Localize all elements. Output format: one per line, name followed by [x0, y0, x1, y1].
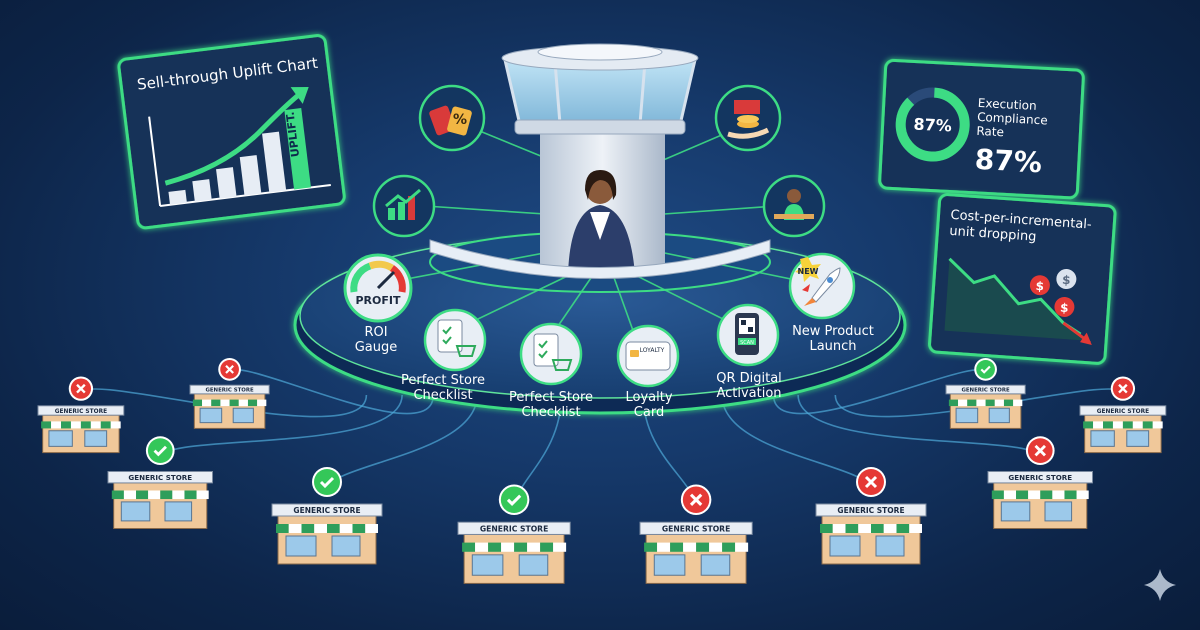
cross-icon — [68, 376, 94, 401]
platform-item-loyalty-card[interactable]: LOYALTY — [616, 324, 680, 388]
uplift-bars — [168, 108, 311, 205]
network-lines — [80, 369, 1124, 509]
check-icon — [498, 484, 530, 516]
operator-figure — [568, 170, 635, 275]
store-2[interactable]: GENERIC STORE — [189, 358, 270, 429]
store-1[interactable]: GENERIC STORE — [37, 376, 125, 454]
new-badge-text: NEW — [798, 267, 819, 276]
control-tower — [429, 43, 771, 279]
loyalty-card-text: LOYALTY — [640, 347, 665, 354]
store-sign: GENERIC STORE — [1008, 473, 1072, 482]
roi-caption-line1: ROI — [364, 325, 387, 340]
svg-text:Loyalty: Loyalty — [625, 390, 672, 405]
tower-balcony — [514, 119, 686, 135]
new-product-launch-icon[interactable] — [788, 252, 856, 320]
svg-text:New Product: New Product — [792, 324, 874, 339]
gauge-profit-label: PROFIT — [356, 294, 401, 307]
promo-percent-symbol: % — [453, 112, 467, 128]
svg-text:QR Digital: QR Digital — [716, 371, 782, 386]
platform-caption-loyalty: Loyalty Card — [625, 390, 672, 420]
store-sign: GENERIC STORE — [205, 388, 254, 394]
svg-text:$: $ — [1062, 273, 1071, 288]
network-line — [721, 394, 872, 491]
svg-text:Compliance: Compliance — [977, 110, 1048, 128]
shopper-demo-icon[interactable] — [762, 174, 826, 238]
roi-gauge[interactable]: PROFIT — [343, 253, 413, 323]
store-sign: GENERIC STORE — [128, 473, 192, 482]
uplift-bar — [262, 131, 287, 193]
platform-caption-qr: QR Digital Activation — [716, 371, 782, 401]
store-8[interactable]: GENERIC STORE — [987, 436, 1093, 529]
check-icon — [312, 467, 342, 497]
store-sign: GENERIC STORE — [480, 524, 548, 533]
store-sign: GENERIC STORE — [1097, 409, 1149, 415]
compliance-ring-value: 87% — [913, 115, 952, 136]
store-sign: GENERIC STORE — [662, 524, 730, 533]
network-line — [326, 394, 478, 491]
store-10[interactable]: GENERIC STORE — [1079, 376, 1167, 454]
platform-item-checklist-1[interactable] — [423, 308, 487, 372]
cross-icon — [680, 484, 712, 516]
platform-item-checklist-2[interactable] — [519, 322, 583, 386]
store-7[interactable]: GENERIC STORE — [815, 467, 927, 565]
new-badge: NEW — [795, 257, 821, 282]
store-6[interactable]: GENERIC STORE — [639, 484, 753, 584]
store-5[interactable]: GENERIC STORE — [457, 484, 571, 584]
launch-caption: New Product Launch — [792, 324, 874, 354]
svg-text:Launch: Launch — [809, 339, 856, 354]
cross-icon — [1110, 376, 1136, 401]
svg-text:Checklist: Checklist — [413, 388, 472, 403]
promo-tags-icon[interactable]: % — [418, 84, 486, 152]
hub-icons: % — [372, 84, 826, 238]
roi-caption-line2: Gauge — [355, 340, 398, 355]
cross-icon — [218, 358, 241, 381]
platform-caption-checklist-2: Perfect Store Checklist — [509, 390, 593, 420]
svg-text:unit dropping: unit dropping — [949, 224, 1037, 245]
svg-text:Perfect Store: Perfect Store — [401, 373, 485, 388]
svg-text:Card: Card — [634, 405, 664, 420]
platform-caption-checklist-1: Perfect Store Checklist — [401, 373, 485, 403]
growth-chart-icon[interactable] — [372, 174, 436, 238]
uplift-bar — [192, 179, 212, 202]
cost-panel: Cost-per-incremental- unit dropping $ $ … — [928, 193, 1117, 365]
svg-text:Perfect Store: Perfect Store — [509, 390, 593, 405]
sell-through-panel: Sell-through Uplift Chart UPLIFT. — [117, 34, 346, 230]
uplift-bar — [239, 155, 262, 196]
store-sign: GENERIC STORE — [961, 388, 1010, 394]
platform-item-qr-activation[interactable]: SCAN — [716, 303, 780, 367]
store-9[interactable]: GENERIC STORE — [945, 358, 1026, 429]
compliance-big-value: 87% — [974, 143, 1043, 179]
cross-icon — [856, 467, 886, 497]
svg-text:Activation: Activation — [716, 386, 781, 401]
uplift-bar — [168, 189, 187, 205]
check-icon — [974, 358, 997, 381]
store-sign: GENERIC STORE — [837, 506, 904, 515]
svg-text:Execution: Execution — [978, 96, 1038, 113]
compliance-panel: 87% Execution Compliance Rate 87% — [878, 58, 1085, 200]
pricing-coins-icon[interactable] — [714, 84, 782, 152]
store-3[interactable]: GENERIC STORE — [107, 436, 213, 529]
qr-scan-text: SCAN — [740, 340, 754, 346]
store-network: GENERIC STORE GENERIC STORE GENERIC STORE G… — [37, 358, 1167, 584]
store-sign: GENERIC STORE — [55, 409, 107, 415]
uplift-bar — [216, 167, 237, 199]
cross-icon — [1025, 436, 1055, 465]
sparkle-icon — [1144, 569, 1176, 601]
store-4[interactable]: GENERIC STORE — [271, 467, 383, 565]
tower-desk — [429, 239, 771, 279]
svg-text:$: $ — [1060, 301, 1069, 316]
svg-text:$: $ — [1035, 279, 1044, 294]
svg-text:Rate: Rate — [976, 124, 1004, 139]
coin-icons: $ $ $ — [1029, 269, 1077, 317]
svg-text:Checklist: Checklist — [521, 405, 580, 420]
uplift-bar — [284, 108, 311, 190]
store-sign: GENERIC STORE — [293, 506, 360, 515]
check-icon — [145, 436, 175, 465]
uplift-bar-label: UPLIFT. — [284, 111, 302, 158]
